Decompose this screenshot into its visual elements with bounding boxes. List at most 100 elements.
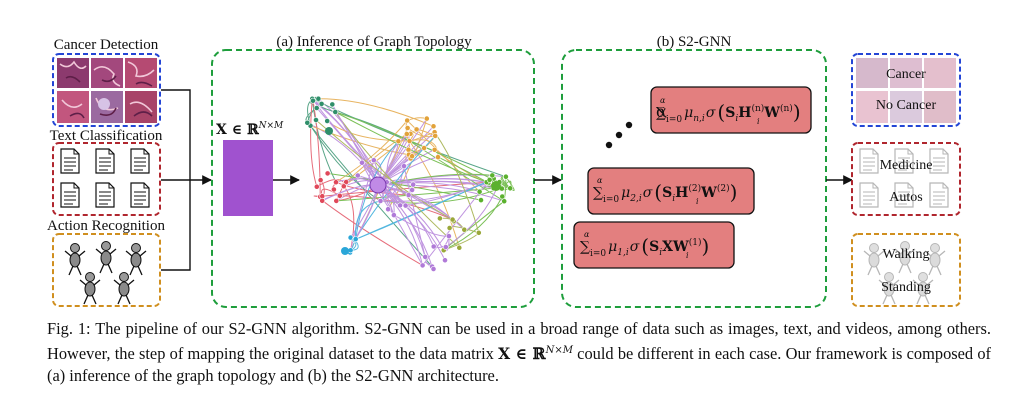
document-icon — [130, 148, 150, 174]
graph-node — [359, 159, 365, 166]
svg-text:α: α — [584, 230, 590, 239]
graph-node — [317, 177, 324, 183]
graph-node — [475, 229, 482, 236]
graph-edge — [343, 185, 355, 251]
graph-edge — [377, 184, 446, 261]
graph-edge — [443, 196, 503, 251]
graph-node — [491, 181, 501, 191]
graph-node — [333, 179, 339, 186]
data-matrix — [223, 140, 273, 216]
cancer-detection-box — [52, 53, 161, 127]
graph-node — [430, 123, 437, 130]
graph-node — [318, 101, 325, 107]
graph-node — [390, 212, 397, 218]
graph-edge — [315, 119, 453, 221]
graph-topology — [304, 95, 515, 272]
document-icon — [95, 148, 115, 174]
graph-node — [313, 105, 320, 111]
action-recognition-label: Action Recognition — [47, 218, 165, 234]
graph-hub-node — [369, 176, 387, 194]
graph-node — [422, 253, 429, 260]
ellipsis-dots — [605, 121, 633, 149]
svg-text:α: α — [660, 96, 666, 105]
graph-node — [502, 173, 509, 180]
graph-edge — [409, 139, 439, 158]
data-matrix-label: X ∈ ℝN×M — [216, 121, 284, 138]
graph-node — [313, 183, 320, 190]
graph-node — [409, 187, 415, 193]
graph-node — [340, 183, 347, 190]
graph-node — [324, 118, 331, 124]
graph-edge — [377, 184, 424, 266]
no-cancer-label: No Cancer — [876, 98, 937, 113]
caption-text-2: could be different in each case. Our fra… — [47, 343, 992, 386]
graph-node — [310, 97, 316, 104]
medicine-label: Medicine — [880, 158, 933, 173]
graph-node — [333, 197, 340, 204]
graph-node — [435, 154, 441, 160]
input-connectors — [161, 89, 212, 271]
document-icon — [60, 182, 80, 208]
graph-node — [419, 262, 426, 269]
graph-node — [395, 138, 402, 145]
graph-edge — [310, 98, 318, 187]
graph-edge — [335, 111, 511, 189]
graph-node — [313, 117, 319, 123]
graph-node — [377, 198, 384, 204]
panel-a-title: (a) Inference of Graph Topology — [276, 34, 472, 50]
graph-node — [352, 236, 359, 242]
document-icon — [60, 148, 80, 174]
graph-node — [370, 157, 377, 164]
graph-node — [319, 197, 326, 204]
graph-node — [478, 197, 484, 203]
graph-node — [324, 170, 331, 177]
graph-node — [405, 146, 412, 153]
graph-node — [330, 186, 337, 193]
graph-node — [401, 163, 407, 169]
graph-node — [385, 206, 391, 213]
graph-node — [329, 101, 336, 108]
graph-edge — [335, 120, 408, 183]
graph-edge — [321, 199, 423, 266]
text-classification-box — [52, 142, 161, 216]
graph-node — [336, 192, 343, 199]
graph-node — [489, 172, 496, 179]
cancer-label: Cancer — [886, 67, 926, 82]
graph-node — [423, 115, 430, 122]
graph-node — [409, 153, 415, 160]
graph-nodes — [304, 95, 514, 272]
graph-node — [332, 109, 339, 115]
figure-caption: Fig. 1: The pipeline of our S2-GNN algor… — [47, 318, 991, 387]
graph-node — [405, 192, 412, 198]
svg-text:i: i — [757, 117, 760, 126]
svg-text:∑i=0μn,iσ(SiH(n)W(n)): ∑i=0μn,iσ(SiH(n)W(n)) — [656, 100, 801, 125]
document-icon — [130, 182, 150, 208]
action-recognition-box — [52, 233, 161, 307]
graph-edge — [327, 172, 482, 201]
graph-node — [476, 188, 483, 195]
graph-node — [354, 172, 361, 179]
graph-edge — [334, 111, 460, 249]
graph-edge — [312, 100, 379, 186]
graph-node — [413, 126, 420, 133]
text-output-box: Medicine Autos — [851, 142, 961, 216]
graph-node — [406, 138, 413, 144]
svg-text:α: α — [597, 176, 603, 185]
cancer-output-box: Cancer No Cancer — [851, 53, 961, 127]
caption-text-1: Fig. 1: The pipeline of our S2-GNN algor… — [47, 319, 991, 363]
graph-node — [436, 215, 443, 222]
graph-node — [430, 243, 437, 250]
graph-node — [461, 226, 468, 233]
svg-text:α: α — [656, 102, 667, 121]
document-icon — [95, 182, 115, 208]
graph-node — [403, 131, 410, 137]
graph-node — [442, 257, 448, 264]
graph-node — [402, 202, 409, 209]
graph-node — [341, 247, 349, 255]
graph-node — [486, 176, 493, 183]
graph-node — [431, 146, 438, 153]
tissue-image-grid — [57, 58, 157, 123]
graph-node — [397, 202, 403, 209]
